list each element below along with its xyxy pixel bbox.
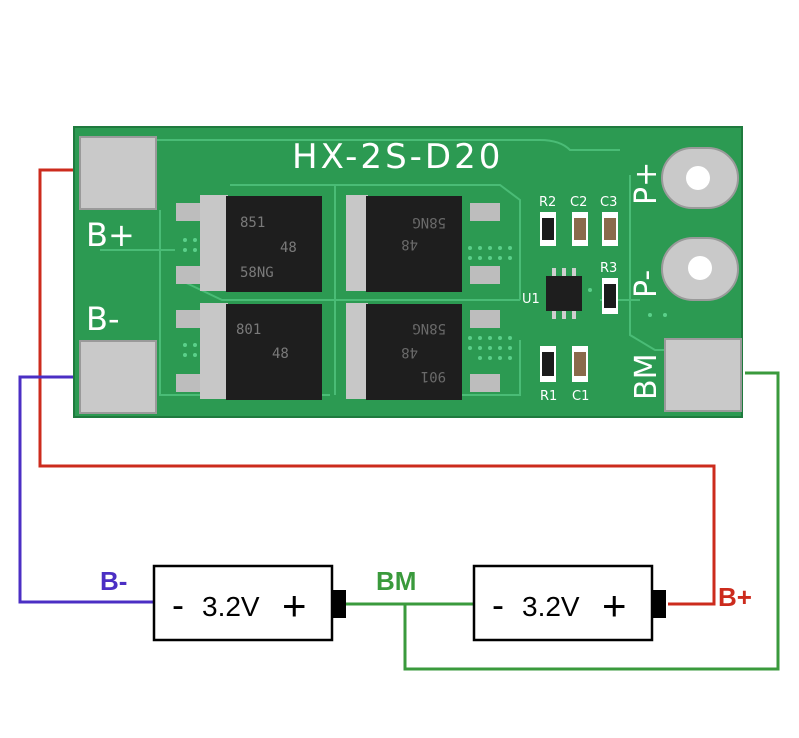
pad-p-plus — [661, 147, 739, 209]
battery-cell-1-plus: + — [282, 582, 307, 629]
battery-cell-2: - 3.2V + — [472, 564, 666, 642]
label-c3: C3 — [600, 195, 617, 210]
mosfet-q4-line1: 58NG — [412, 320, 446, 336]
mosfet-q1-line2: 48 — [280, 240, 297, 256]
mosfet-q2-line2: 48 — [401, 236, 418, 252]
label-r1: R1 — [540, 389, 557, 404]
pad-p-minus — [661, 237, 739, 301]
label-u1: U1 — [522, 292, 540, 307]
resistor-r3 — [602, 278, 618, 314]
label-r2: R2 — [539, 195, 556, 210]
label-bm: BM — [629, 354, 664, 400]
battery-cell-1-minus: - — [172, 584, 184, 625]
wire-label-b-plus: B+ — [718, 582, 752, 612]
wire-b-plus — [38, 168, 716, 606]
label-b-minus: B- — [86, 300, 120, 338]
label-p-minus: P- — [629, 270, 664, 298]
via-grid — [183, 238, 667, 360]
pad-bm — [664, 338, 742, 412]
battery-cell-1-voltage: 3.2V — [202, 591, 260, 622]
mosfet-q2-line1: 58NG — [412, 214, 446, 230]
battery-cell-2-voltage: 3.2V — [522, 591, 580, 622]
ic-u1 — [546, 268, 582, 319]
capacitor-c2 — [572, 212, 588, 246]
pcb-board: HX-2S-D20 B+ B- P+ P- BM 851 48 58NG 58N… — [73, 126, 743, 418]
wire-b-minus — [18, 375, 154, 604]
capacitor-c3 — [602, 212, 618, 246]
mosfet-q1: 851 48 58NG — [176, 195, 322, 292]
mosfet-q3: 801 48 — [176, 303, 322, 400]
label-r3: R3 — [600, 261, 617, 276]
wire-label-b-minus: B- — [100, 566, 127, 596]
battery-cell-2-minus: - — [492, 584, 504, 625]
battery-cell-1: - 3.2V + — [152, 564, 346, 642]
mosfet-q4: 58NG 48 901 — [346, 303, 500, 400]
board-title: HX-2S-D20 — [292, 137, 503, 177]
mosfet-q4-line3: 901 — [421, 368, 446, 384]
pad-b-plus — [79, 136, 157, 210]
label-c2: C2 — [570, 195, 587, 210]
mosfet-q1-line1: 851 — [240, 215, 265, 231]
mosfet-q3-line2: 48 — [272, 346, 289, 362]
mosfet-q3-line1: 801 — [236, 322, 261, 338]
mosfet-q4-line2: 48 — [401, 344, 418, 360]
resistor-r2 — [540, 212, 556, 246]
wire-bm — [346, 371, 780, 671]
mosfet-q2: 58NG 48 — [346, 195, 500, 292]
label-c1: C1 — [572, 389, 589, 404]
resistor-r1 — [540, 346, 556, 382]
label-p-plus: P+ — [629, 162, 664, 205]
label-b-plus: B+ — [86, 216, 135, 254]
battery-cell-2-plus: + — [602, 582, 627, 629]
capacitor-c1 — [572, 346, 588, 382]
mosfet-q1-line3: 58NG — [240, 265, 274, 281]
wire-label-bm: BM — [376, 566, 416, 596]
pad-b-minus — [79, 340, 157, 414]
